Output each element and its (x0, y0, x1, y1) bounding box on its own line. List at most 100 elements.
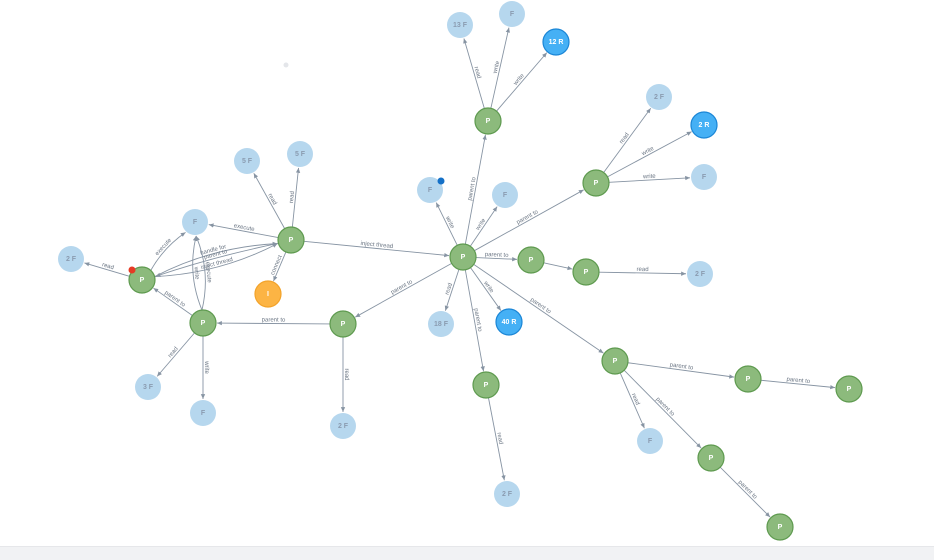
file-node[interactable]: 3 F (135, 374, 161, 400)
edge-p_r1-to-p_r2[interactable] (543, 262, 573, 271)
process-node[interactable]: P (572, 258, 600, 286)
file-node[interactable]: 2 F (687, 261, 713, 287)
file-node[interactable]: 2 F (646, 84, 672, 110)
edge-p_upright-to-r_2[interactable] (607, 131, 692, 178)
process-node[interactable]: P (329, 310, 357, 338)
edge-p_top-to-f_13[interactable] (463, 38, 485, 109)
registry-node-circle[interactable] (495, 308, 523, 336)
edge-p_main-to-r_40[interactable] (470, 267, 502, 311)
edge-p_botleft-to-p_farleft[interactable] (153, 287, 193, 316)
file-node[interactable]: 2 F (330, 413, 356, 439)
file-node-circle[interactable] (492, 182, 518, 208)
process-node[interactable]: P (128, 266, 156, 294)
process-node[interactable]: P (517, 246, 545, 274)
file-node-circle[interactable] (417, 177, 443, 203)
file-node-circle[interactable] (182, 209, 208, 235)
file-node[interactable]: 5 F (234, 148, 260, 174)
process-node-circle[interactable] (582, 169, 610, 197)
file-node[interactable]: F (499, 1, 525, 27)
edge-p_dr-to-f_dr[interactable] (619, 372, 645, 429)
process-node[interactable]: P (189, 309, 217, 337)
process-node[interactable]: P (277, 226, 305, 254)
registry-node[interactable]: 40 R (495, 308, 523, 336)
process-node-circle[interactable] (329, 310, 357, 338)
edge-p_main-to-p_midleft[interactable] (355, 262, 452, 318)
file-node-circle[interactable] (287, 141, 313, 167)
file-node[interactable]: 5 F (287, 141, 313, 167)
file-node-circle[interactable] (687, 261, 713, 287)
edge-p_dr-to-p_dr4[interactable] (623, 369, 702, 449)
file-node[interactable]: F (637, 428, 663, 454)
file-node[interactable]: F (182, 209, 208, 235)
process-node-circle[interactable] (734, 365, 762, 393)
edge-p_dr-to-p_dr2[interactable] (627, 362, 735, 379)
registry-node-circle[interactable] (542, 28, 570, 56)
process-node-circle[interactable] (128, 266, 156, 294)
process-node[interactable]: P (835, 375, 863, 403)
file-node[interactable]: 2 F (494, 481, 520, 507)
edge-p_farleft-to-p_left[interactable] (154, 241, 278, 278)
edge-p_dr2-to-p_dr3[interactable] (760, 379, 836, 390)
file-node-circle[interactable] (637, 428, 663, 454)
file-node-circle[interactable] (428, 311, 454, 337)
file-node-circle[interactable] (494, 481, 520, 507)
edge-p_r2-to-f_2d[interactable] (598, 271, 687, 276)
file-node-circle[interactable] (135, 374, 161, 400)
bottom-scrollbar-track[interactable] (0, 546, 934, 560)
process-node[interactable]: P (474, 107, 502, 135)
file-node-circle[interactable] (646, 84, 672, 110)
edge-p_main-to-f_m1[interactable] (435, 202, 458, 246)
process-node[interactable]: P (582, 169, 610, 197)
process-node[interactable]: P (601, 347, 629, 375)
file-node-circle[interactable] (691, 164, 717, 190)
edge-p_upright-to-f_2a[interactable] (603, 108, 652, 173)
process-node[interactable]: P (472, 371, 500, 399)
process-node[interactable]: P (697, 444, 725, 472)
edge-p_left-to-p_farleft[interactable] (155, 242, 279, 277)
process-node-circle[interactable] (766, 513, 794, 541)
edge-p_botleft-to-f_left[interactable] (195, 235, 206, 311)
registry-node[interactable]: 12 R (542, 28, 570, 56)
edge-p_left-to-f_left[interactable] (208, 223, 279, 239)
registry-node[interactable]: 2 R (690, 111, 718, 139)
edge-p_upright-to-f_ur[interactable] (608, 175, 691, 183)
edge-p_main-to-p_down[interactable] (464, 269, 485, 372)
file-node-circle[interactable] (330, 413, 356, 439)
edge-p_farleft-to-f_2b[interactable] (84, 262, 130, 277)
edge-p_midleft-to-p_botleft[interactable] (216, 320, 331, 326)
process-node-circle[interactable] (472, 371, 500, 399)
edge-p_left-to-i_1[interactable] (273, 251, 287, 282)
process-node[interactable]: P (734, 365, 762, 393)
interesting-node[interactable]: I (254, 280, 282, 308)
edge-p_farleft-to-p_left[interactable] (154, 243, 278, 278)
process-node[interactable]: P (449, 243, 477, 271)
process-node-circle[interactable] (572, 258, 600, 286)
process-node[interactable]: P (766, 513, 794, 541)
edge-p_dr4-to-p_dr5[interactable] (719, 466, 771, 518)
edge-p_botleft-to-f_left[interactable] (192, 235, 203, 311)
file-node-circle[interactable] (190, 400, 216, 426)
edge-p_main-to-f_18[interactable] (444, 269, 460, 311)
file-node[interactable]: 13 F (447, 12, 473, 38)
file-node-circle[interactable] (234, 148, 260, 174)
edge-p_main-to-p_top[interactable] (464, 134, 487, 245)
interesting-node-circle[interactable] (254, 280, 282, 308)
edge-p_main-to-p_r1[interactable] (475, 257, 518, 262)
registry-node-circle[interactable] (690, 111, 718, 139)
file-node[interactable]: 2 F (58, 246, 84, 272)
file-node-circle[interactable] (499, 1, 525, 27)
process-node-circle[interactable] (189, 309, 217, 337)
process-node-circle[interactable] (517, 246, 545, 274)
file-node[interactable]: 18 F (428, 311, 454, 337)
edge-p_left-to-f_5a[interactable] (253, 173, 286, 229)
process-node-circle[interactable] (277, 226, 305, 254)
edge-p_main-to-p_upright[interactable] (474, 189, 584, 252)
process-node-circle[interactable] (601, 347, 629, 375)
process-node-circle[interactable] (449, 243, 477, 271)
file-node-circle[interactable] (447, 12, 473, 38)
edge-p_top-to-r_12[interactable] (496, 52, 548, 112)
file-node-circle[interactable] (58, 246, 84, 272)
edge-p_left-to-p_main[interactable] (303, 240, 450, 258)
process-node-circle[interactable] (835, 375, 863, 403)
